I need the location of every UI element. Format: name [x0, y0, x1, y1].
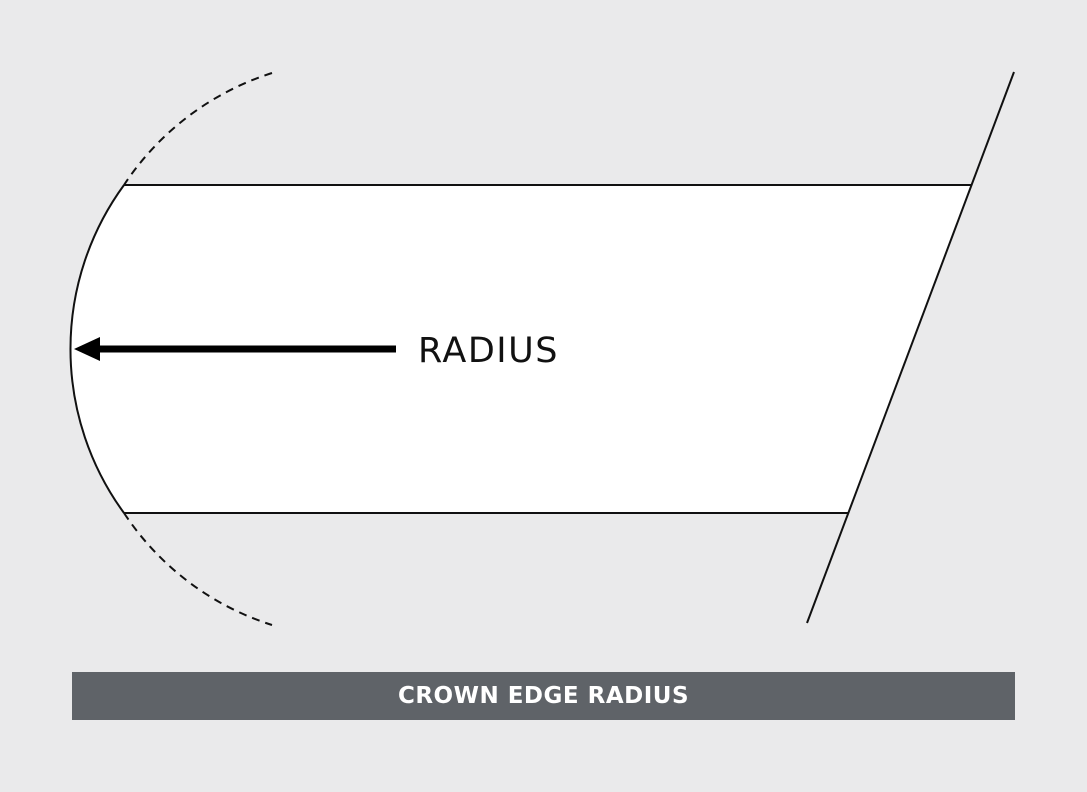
caption-bar: CROWN EDGE RADIUS: [72, 672, 1015, 720]
radius-arc: [69, 184, 125, 514]
dashed-arc-bottom: [123, 512, 273, 626]
caption-title: CROWN EDGE RADIUS: [397, 683, 690, 709]
crown-band: [70, 185, 971, 513]
radius-label: RADIUS: [418, 331, 559, 371]
radius-arrow-head: [74, 337, 100, 361]
slanted-edge-line: [806, 71, 1015, 624]
dashed-arc-top: [123, 72, 273, 186]
